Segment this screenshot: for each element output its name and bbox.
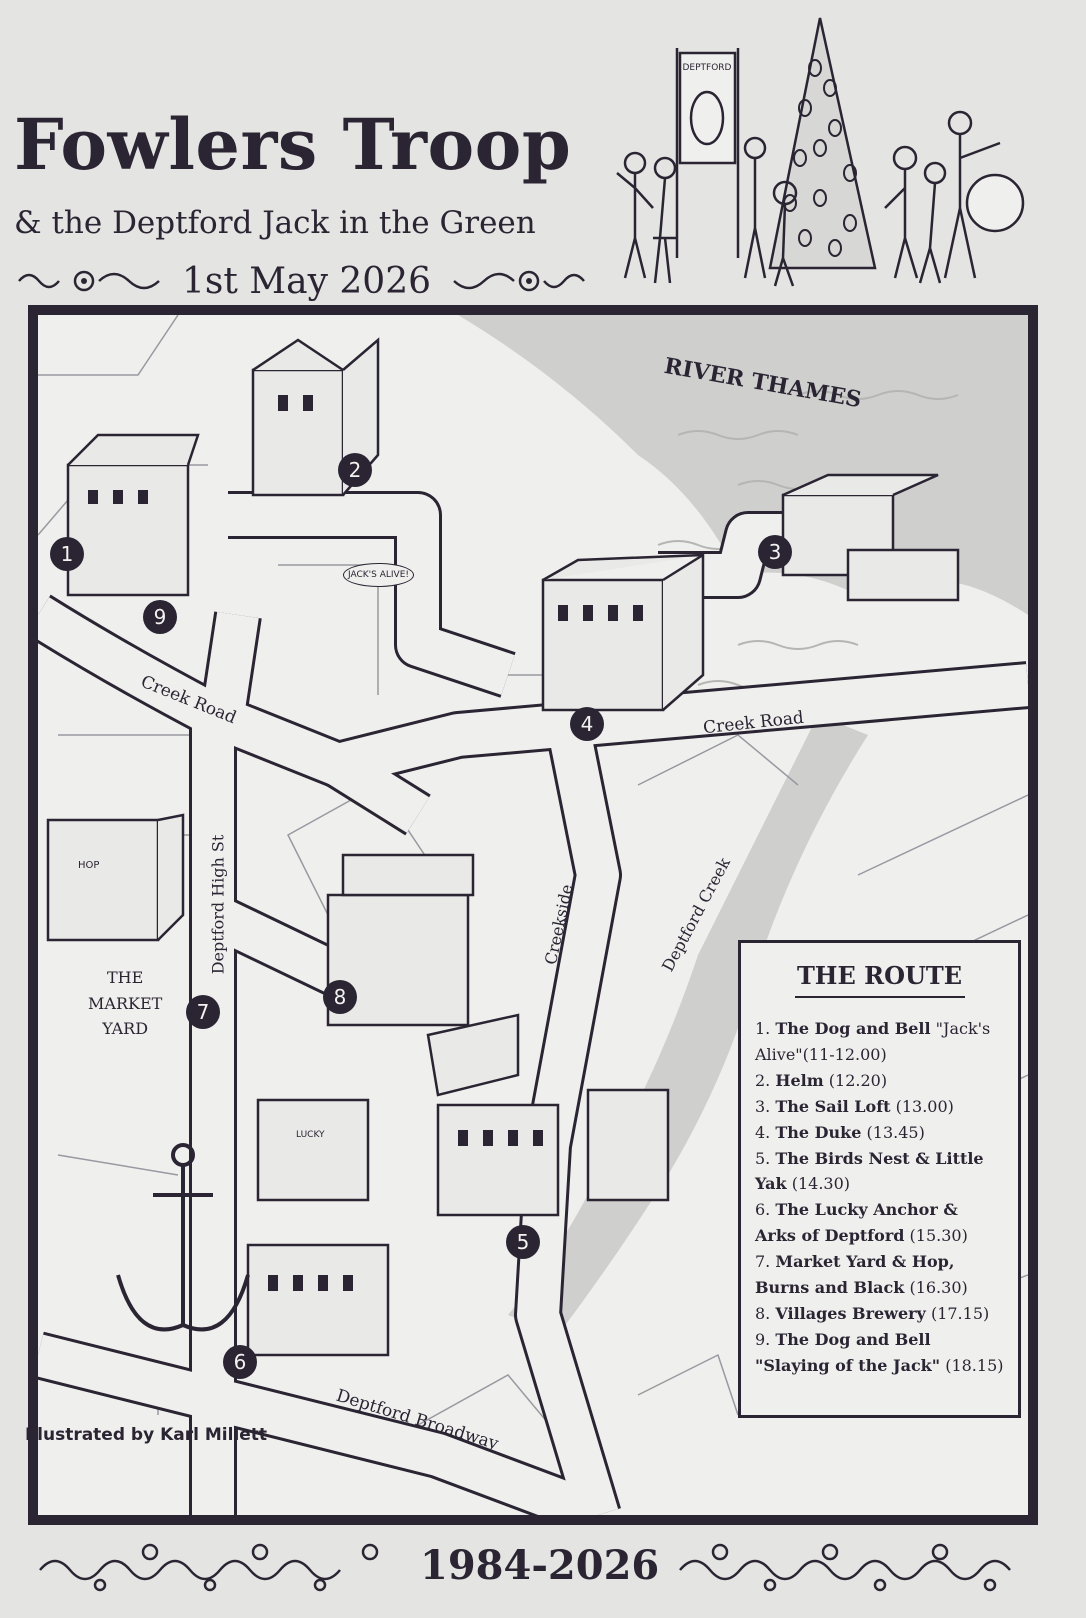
building-helm <box>251 368 345 497</box>
jacks-alive-speech-bubble: JACK'S ALIVE! <box>343 563 415 587</box>
right-flourish-icon <box>453 270 585 292</box>
footer-years: 1984-2026 <box>420 1542 660 1589</box>
legend-item: 4. The Duke (13.45) <box>755 1122 925 1142</box>
left-flourish-icon <box>18 270 160 292</box>
lucky-sign: LUCKY <box>296 1130 325 1140</box>
anchor-icon <box>116 1143 250 1332</box>
legend-item: 6. The Lucky Anchor & Arks of Deptford (… <box>755 1200 968 1246</box>
route-marker-2: 2 <box>338 453 372 487</box>
map-drawing <box>38 315 1028 1515</box>
poster-title: Fowlers Troop <box>14 103 572 186</box>
building-the-duke <box>541 578 665 712</box>
building-lucky <box>256 1098 370 1202</box>
legend-item: 8. Villages Brewery (17.15) <box>755 1303 990 1323</box>
legend-list: 1. The Dog and Bell "Jack's Alive"(11-12… <box>755 1016 1004 1379</box>
market-yard-label: THE MARKET YARD <box>88 968 163 1039</box>
legend-item: 5. The Birds Nest & Little Yak (14.30) <box>755 1148 984 1194</box>
route-marker-3: 3 <box>758 535 792 569</box>
building-birds-nest <box>436 1103 560 1217</box>
legend-item: 7. Market Yard & Hop, Burns and Black (1… <box>755 1252 968 1298</box>
deptford-high-st-label: Deptford High St <box>208 834 228 975</box>
illustrator-credit: Illustrated by Karl Millett <box>25 1425 268 1445</box>
footer: 1984-2026 <box>0 1530 1086 1610</box>
route-marker-1: 1 <box>50 537 84 571</box>
route-marker-9: 9 <box>143 600 177 634</box>
route-marker-5: 5 <box>506 1225 540 1259</box>
legend-item: 9. The Dog and Bell "Slaying of the Jack… <box>755 1329 1004 1375</box>
legend-item: 2. Helm (12.20) <box>755 1070 888 1090</box>
building-hop <box>46 818 160 942</box>
event-date: 1st May 2026 <box>182 260 432 302</box>
legend-title: THE ROUTE <box>794 961 965 998</box>
route-marker-7: 7 <box>186 995 220 1029</box>
building-dog-and-bell <box>66 463 190 597</box>
route-map: RIVER THAMES Creek Road Creek Road Deptf… <box>28 305 1038 1525</box>
hop-sign: HOP <box>78 860 100 871</box>
procession-illustration: DEPTFORD <box>616 17 1025 287</box>
route-marker-4: 4 <box>570 707 604 741</box>
route-marker-8: 8 <box>323 980 357 1014</box>
date-row: 1st May 2026 <box>14 256 614 306</box>
building-lucky-anchor <box>246 1243 390 1357</box>
poster-subtitle: & the Deptford Jack in the Green <box>14 205 536 241</box>
banner-label: DEPTFORD <box>683 63 732 73</box>
legend-item: 1. The Dog and Bell "Jack's Alive"(11-12… <box>755 1019 991 1064</box>
route-marker-6: 6 <box>223 1345 257 1379</box>
legend-item: 3. The Sail Loft (13.00) <box>755 1096 954 1116</box>
footer-flourish-icon <box>39 1543 1011 1592</box>
route-legend: THE ROUTE 1. The Dog and Bell "Jack's Al… <box>738 940 1021 1418</box>
